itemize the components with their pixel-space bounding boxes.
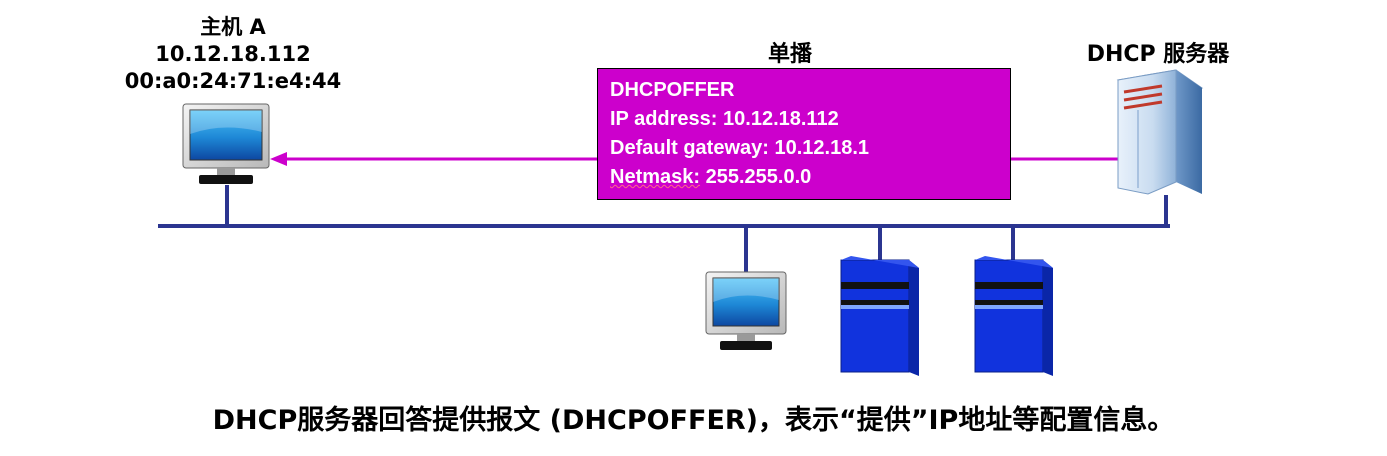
offer-netmask-line: Netmask: 255.255.0.0 [610, 163, 1010, 192]
dhcpoffer-message-box: DHCPOFFER IP address: 10.12.18.112 Defau… [597, 68, 1011, 200]
rack-server-icon [840, 256, 919, 376]
monitor-icon [705, 271, 787, 350]
monitor-icon [182, 103, 270, 184]
unicast-label: 单播 [767, 42, 812, 67]
rack-server-icon [974, 256, 1053, 376]
tower-server-icon [1116, 69, 1204, 195]
host-a-label: 主机 A 10.12.18.112 00:a0:24:71:e4:44 [120, 14, 346, 95]
offer-default-gateway: Default gateway: 10.12.18.1 [610, 137, 870, 159]
arrowhead-icon [270, 152, 287, 166]
host-a-name: 主机 A [200, 15, 266, 39]
host-a-mac: 00:a0:24:71:e4:44 [124, 69, 342, 93]
dhcp-server-label: DHCP 服务器 [1086, 42, 1230, 67]
diagram-caption: DHCP服务器回答提供报文 (DHCPOFFER)，表示“提供”IP地址等配置信… [212, 405, 1175, 436]
offer-netmask-label: Netmask: [610, 166, 701, 188]
offer-netmask-value: 255.255.0.0 [705, 166, 812, 188]
host-a-ip: 10.12.18.112 [155, 42, 311, 66]
offer-ip-address: IP address: 10.12.18.112 [610, 108, 839, 130]
offer-title: DHCPOFFER [610, 79, 735, 101]
